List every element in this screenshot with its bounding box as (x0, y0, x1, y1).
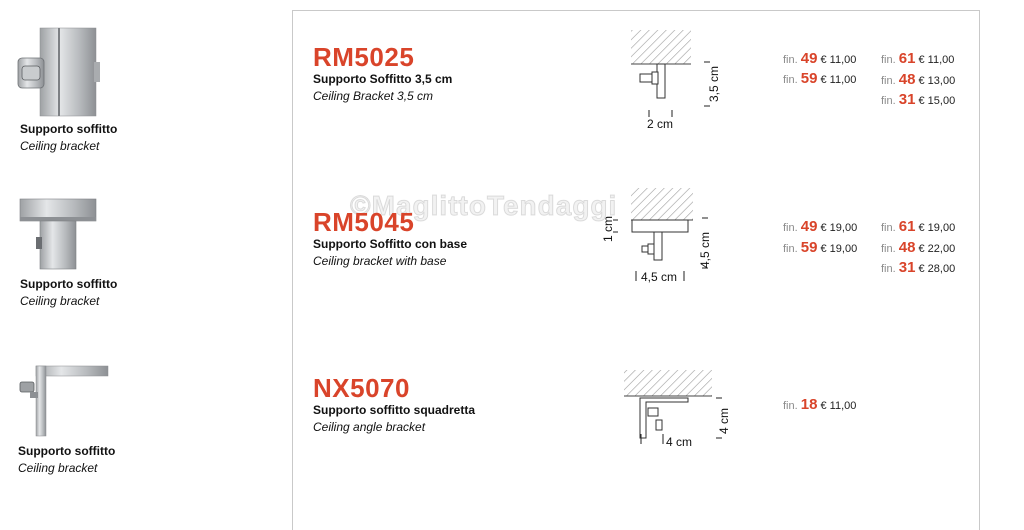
ceiling-bracket-photo-2 (19, 198, 97, 270)
price-row: fin. 49 € 11,00 (783, 50, 857, 67)
price-row: fin. 61 € 11,00 (881, 50, 955, 67)
price-row: fin. 48 € 13,00 (881, 71, 956, 88)
product-rm5025: RM5025 Supporto Soffitto 3,5 cm Ceiling … (313, 43, 452, 105)
price-row: fin. 31 € 28,00 (881, 259, 956, 276)
thumb-label-it: Supporto soffitto (20, 122, 118, 136)
rm5045-height-label: 4,5 cm (698, 232, 712, 268)
rm5045-base-label: 1 cm (601, 216, 615, 242)
thumb-label-en: Ceiling bracket (18, 461, 98, 475)
nx5070-diagram: 4 cm 4 cm (624, 370, 731, 449)
rm5045-width-label: 4,5 cm (641, 270, 677, 284)
thumb-label-en: Ceiling bracket (20, 294, 100, 308)
product-name-it: Supporto Soffitto 3,5 cm (313, 72, 453, 86)
ceiling-bracket-photo-1 (17, 27, 100, 117)
thumb-label-it: Supporto soffitto (18, 444, 116, 458)
product-name-en: Ceiling Bracket 3,5 cm (313, 89, 434, 103)
price-row: fin. 31 € 15,00 (881, 91, 956, 108)
product-name-it: Supporto Soffitto con base (313, 237, 467, 251)
product-code: RM5045 (313, 207, 415, 237)
price-row: fin. 61 € 19,00 (881, 218, 956, 235)
price-row: fin. 18 € 11,00 (783, 396, 857, 413)
price-row: fin. 48 € 22,00 (881, 239, 956, 256)
price-row: fin. 59 € 19,00 (783, 239, 858, 256)
ceiling-angle-bracket-photo (19, 365, 109, 437)
rm5045-diagram: 1 cm 4,5 cm 4,5 cm (601, 188, 712, 284)
product-name-en: Ceiling bracket with base (313, 254, 447, 268)
product-name-en: Ceiling angle bracket (313, 420, 426, 434)
product-code: RM5025 (313, 42, 415, 72)
product-name-it: Supporto soffitto squadretta (313, 403, 475, 417)
product-nx5070: NX5070 Supporto soffitto squadretta Ceil… (313, 374, 475, 436)
product-rm5045: RM5045 Supporto Soffitto con base Ceilin… (313, 208, 467, 270)
price-row: fin. 59 € 11,00 (783, 70, 857, 87)
product-panel (292, 10, 980, 530)
rm5025-height-label: 3,5 cm (707, 66, 721, 102)
thumb-label-1: Supporto soffitto Ceiling bracket (20, 121, 117, 155)
price-row: fin. 49 € 19,00 (783, 218, 858, 235)
product-code: NX5070 (313, 373, 410, 403)
rm5025-width-label: 2 cm (647, 117, 673, 131)
watermark-text: ©MaglittoTendaggi (349, 190, 618, 222)
nx5070-width-label: 4 cm (666, 435, 692, 449)
thumb-label-en: Ceiling bracket (20, 139, 100, 153)
nx5070-height-label: 4 cm (717, 408, 731, 434)
thumb-label-2: Supporto soffitto Ceiling bracket (20, 276, 117, 310)
thumb-label-3: Supporto soffitto Ceiling bracket (18, 443, 115, 477)
thumb-label-it: Supporto soffitto (20, 277, 118, 291)
rm5025-diagram: 2 cm 3,5 cm (631, 30, 721, 131)
